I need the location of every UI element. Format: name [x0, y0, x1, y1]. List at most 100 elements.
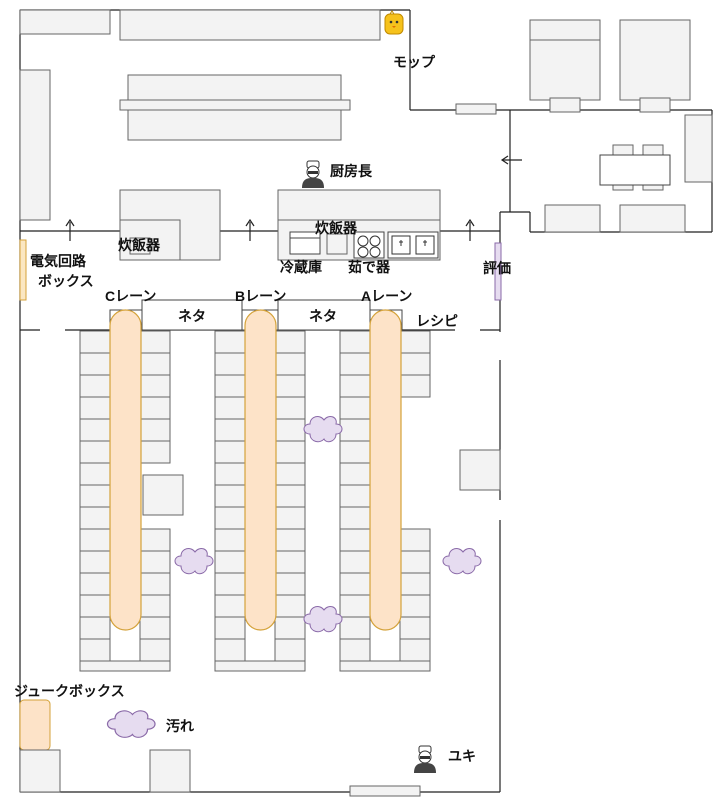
label-rice-cooker-center: 炊飯器 — [315, 220, 358, 236]
stain-icon — [303, 606, 343, 633]
stain-icon — [442, 548, 482, 575]
seat — [214, 594, 246, 618]
seat — [79, 352, 111, 376]
seat — [399, 616, 431, 640]
counter-top-left — [19, 9, 111, 35]
seat-row-base — [79, 660, 171, 672]
lane-c — [109, 309, 142, 631]
seat — [214, 330, 246, 354]
head-chef-icon — [302, 160, 324, 188]
seat — [274, 462, 306, 486]
office-table — [599, 154, 671, 186]
seat — [274, 550, 306, 574]
seat — [399, 330, 431, 354]
door-sill-3 — [639, 97, 671, 113]
sink-icon — [387, 231, 439, 259]
entrance-pillar-right — [149, 749, 191, 793]
seat — [339, 330, 371, 354]
label-lane-c: Cレーン — [105, 288, 156, 304]
seat — [399, 374, 431, 398]
seat-row-base — [339, 660, 431, 672]
label-lane-b: Bレーン — [235, 288, 286, 304]
yuki-icon — [414, 745, 436, 773]
seat — [139, 572, 171, 596]
seat — [274, 572, 306, 596]
side-counter — [459, 449, 501, 491]
door-sill-2 — [549, 97, 581, 113]
label-yuki: ユキ — [448, 748, 476, 764]
seat — [339, 440, 371, 464]
seat — [79, 506, 111, 530]
seat — [79, 396, 111, 420]
seat — [339, 528, 371, 552]
label-rice-cooker-left: 炊飯器 — [118, 237, 161, 253]
labels: モップ 厨房長 炊飯器 炊飯器 冷蔵庫 茹で器 電気回路 ボックス 評価 Cレー… — [14, 54, 511, 764]
seat — [139, 440, 171, 464]
seat — [274, 396, 306, 420]
stain-icon — [106, 710, 156, 738]
direction-arrows — [65, 155, 522, 241]
label-fridge: 冷蔵庫 — [280, 259, 322, 275]
seat — [139, 638, 171, 662]
evaluation-board — [494, 242, 502, 301]
seat — [139, 374, 171, 398]
seat — [214, 418, 246, 442]
seat — [214, 462, 246, 486]
seat — [79, 572, 111, 596]
table-square — [142, 474, 184, 516]
seat — [79, 330, 111, 354]
seat — [214, 374, 246, 398]
lanes — [109, 309, 402, 631]
office-shelf-1 — [544, 204, 601, 233]
seat — [399, 528, 431, 552]
seat — [399, 550, 431, 574]
seat — [274, 374, 306, 398]
seat — [79, 594, 111, 618]
label-jukebox: ジュークボックス — [14, 683, 125, 699]
seat — [274, 330, 306, 354]
seat — [139, 396, 171, 420]
label-head-chef: 厨房長 — [330, 163, 373, 179]
label-lane-a: Aレーン — [361, 288, 412, 304]
seat — [339, 352, 371, 376]
seat — [139, 528, 171, 552]
entrance-door-sill — [349, 785, 421, 797]
seat — [79, 484, 111, 508]
door-sill-1 — [455, 103, 497, 115]
seat — [139, 352, 171, 376]
label-neta-left: ネタ — [178, 308, 206, 324]
seat — [79, 374, 111, 398]
seat — [79, 440, 111, 464]
seat — [274, 616, 306, 640]
lane-b — [244, 309, 277, 631]
seat — [339, 616, 371, 640]
seat — [214, 638, 246, 662]
label-evaluation: 評価 — [483, 260, 511, 276]
rice-cooker-left-icon — [129, 237, 151, 255]
seat — [79, 418, 111, 442]
prep-table-shelf — [119, 99, 351, 111]
seat — [339, 594, 371, 618]
seat — [214, 352, 246, 376]
label-stain: 汚れ — [166, 718, 194, 734]
seat — [79, 550, 111, 574]
seat — [214, 550, 246, 574]
jukebox — [19, 699, 51, 751]
seat — [339, 462, 371, 486]
seat — [139, 594, 171, 618]
office-shelf-2 — [619, 204, 686, 233]
seat — [274, 528, 306, 552]
label-recipe: レシピ — [416, 313, 458, 329]
seat — [79, 616, 111, 640]
seat — [339, 418, 371, 442]
seat — [214, 616, 246, 640]
seat — [79, 638, 111, 662]
seat — [139, 550, 171, 574]
stain-icon — [174, 548, 214, 575]
office-cabinet — [684, 114, 713, 183]
seat — [339, 396, 371, 420]
seat — [274, 418, 306, 442]
kitchen — [19, 9, 441, 261]
stain-icon — [303, 416, 343, 443]
label-breaker-line2: ボックス — [38, 273, 94, 289]
